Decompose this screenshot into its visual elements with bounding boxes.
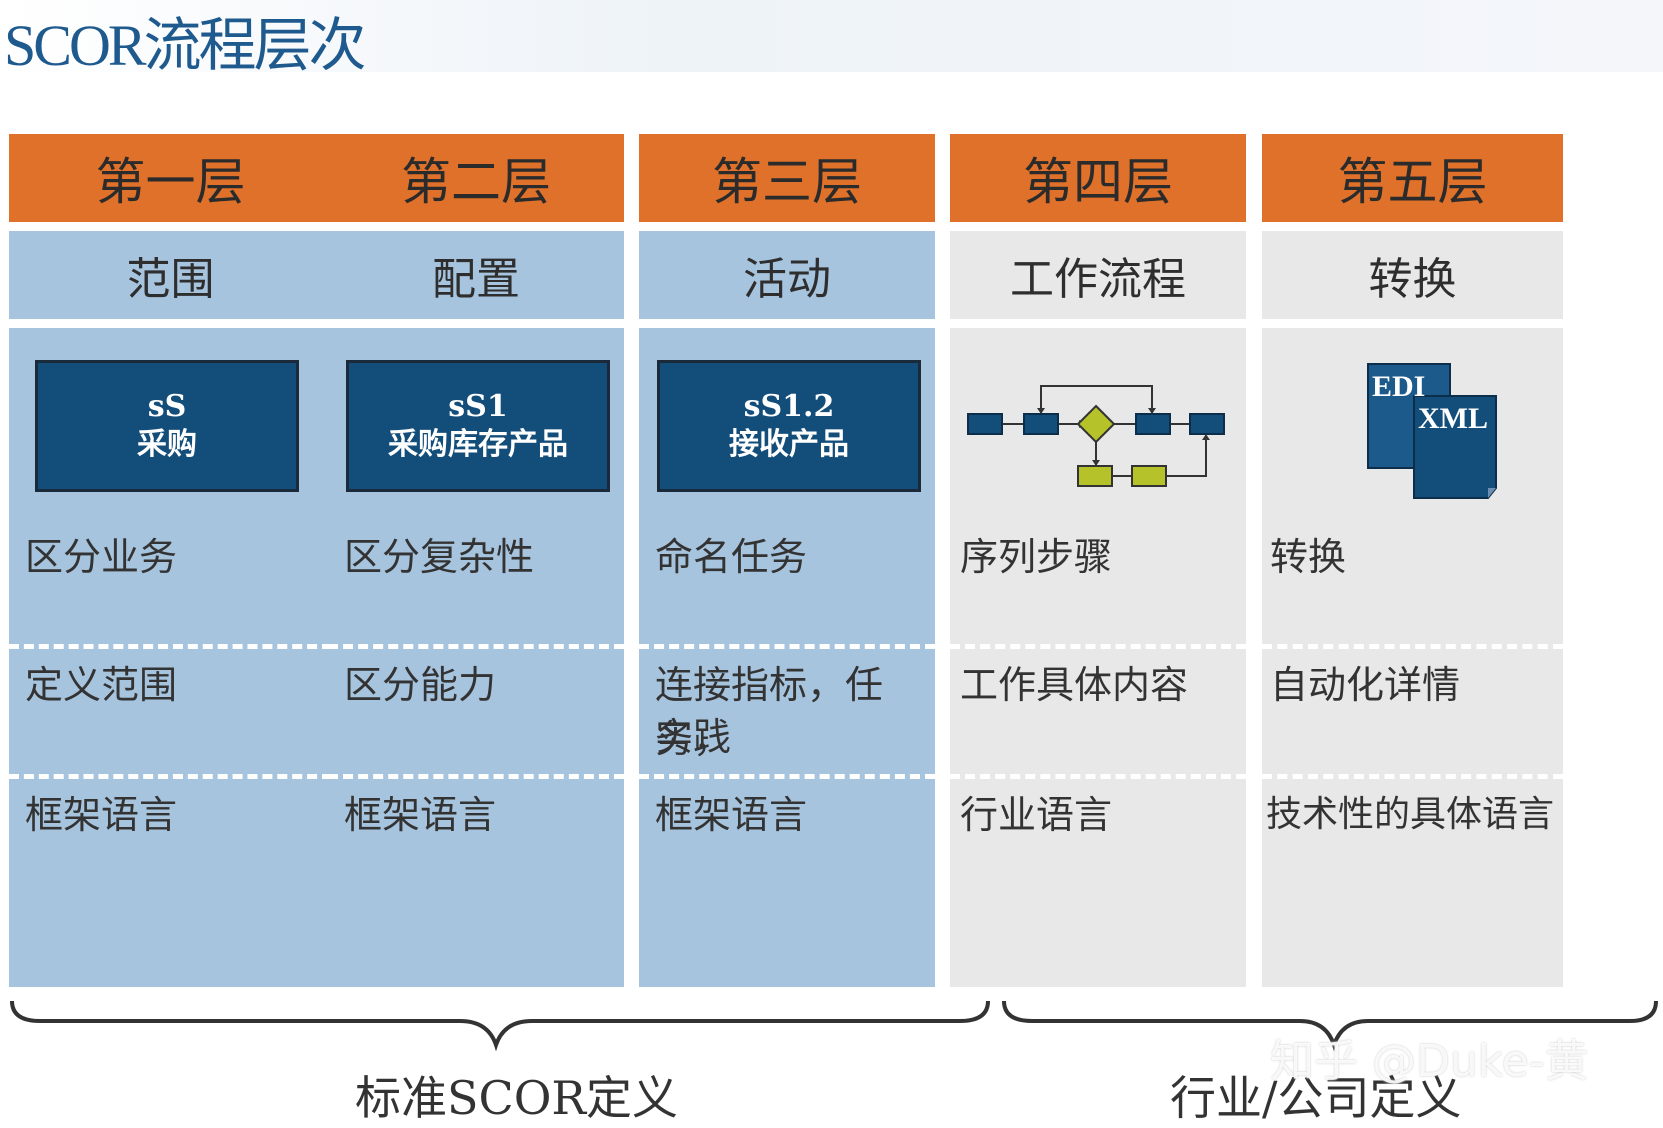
level-2-process-box: sS1 采购库存产品 [346, 360, 610, 492]
divider [1262, 774, 1563, 779]
level-3-category: 活动 [639, 231, 935, 319]
level-2-row-3: 框架语言 [344, 793, 497, 837]
level-5-body: EDI XML 转换 自动化详情 技术性的具体语言 [1262, 328, 1563, 987]
level-1-row-2: 定义范围 [25, 663, 178, 707]
level-4-category: 工作流程 [950, 231, 1246, 319]
process-name: 采购 [137, 427, 197, 462]
level-2-category: 配置 [328, 231, 624, 319]
divider [639, 774, 935, 779]
level-4-row-2: 工作具体内容 [960, 663, 1189, 707]
level-3-body: sS1.2 接收产品 命名任务 连接指标，任务， 实践 框架语言 [639, 328, 935, 987]
brace-right-label: 行业/公司定义 [1170, 1071, 1462, 1125]
level-3-process-box: sS1.2 接收产品 [657, 360, 921, 492]
divider [950, 644, 1246, 649]
level-1-header: 第一层 [9, 134, 332, 222]
level-4-header: 第四层 [950, 134, 1246, 222]
level-4-body: 序列步骤 工作具体内容 行业语言 [950, 328, 1246, 987]
divider [639, 644, 935, 649]
level-1-process-box: sS 采购 [35, 360, 299, 492]
level-2-row-2: 区分能力 [344, 663, 497, 707]
workflow-diagram-icon [967, 385, 1225, 487]
process-code: sS1.2 [743, 389, 835, 424]
page-title: SCOR流程层次 [4, 13, 367, 78]
level-3-header: 第三层 [639, 134, 935, 222]
level-5-category: 转换 [1262, 231, 1563, 319]
level-3-row-1: 命名任务 [655, 535, 808, 579]
level-3-row-3: 框架语言 [655, 793, 808, 837]
divider [9, 774, 332, 779]
edi-label: EDI [1372, 370, 1425, 403]
document-stack-icon: EDI XML [1367, 363, 1497, 499]
xml-label: XML [1418, 402, 1488, 435]
level-5-row-2: 自动化详情 [1270, 663, 1461, 707]
level-5-header: 第五层 [1262, 134, 1563, 222]
divider [9, 644, 332, 649]
process-code: sS [147, 389, 187, 424]
level-2-body: sS1 采购库存产品 区分复杂性 区分能力 框架语言 [328, 328, 624, 987]
level-4-row-3: 行业语言 [960, 793, 1113, 837]
divider [1262, 644, 1563, 649]
level-5-row-1: 转换 [1270, 535, 1347, 579]
divider [328, 774, 624, 779]
level-1-category: 范围 [9, 231, 332, 319]
level-3-row-2b: 实践 [655, 715, 732, 759]
level-2-header: 第二层 [328, 134, 624, 222]
title-bar [0, 0, 1663, 72]
level-1-row-1: 区分业务 [25, 535, 178, 579]
level-5-row-3: 技术性的具体语言 [1266, 794, 1555, 835]
divider [328, 644, 624, 649]
level-2-row-1: 区分复杂性 [344, 535, 535, 579]
process-code: sS1 [448, 389, 508, 424]
level-1-body: sS 采购 区分业务 定义范围 框架语言 [9, 328, 332, 987]
process-name: 采购库存产品 [388, 427, 568, 462]
level-3-row-2a: 连接指标，任务， [655, 663, 884, 761]
brace-left-label: 标准SCOR定义 [355, 1071, 679, 1125]
brace-standard [10, 1000, 1658, 1052]
watermark: 知乎 @Duke-黄 [1270, 1036, 1589, 1087]
level-1-row-3: 框架语言 [25, 793, 178, 837]
divider [950, 774, 1246, 779]
process-name: 接收产品 [729, 427, 849, 462]
level-4-row-1: 序列步骤 [960, 535, 1113, 579]
